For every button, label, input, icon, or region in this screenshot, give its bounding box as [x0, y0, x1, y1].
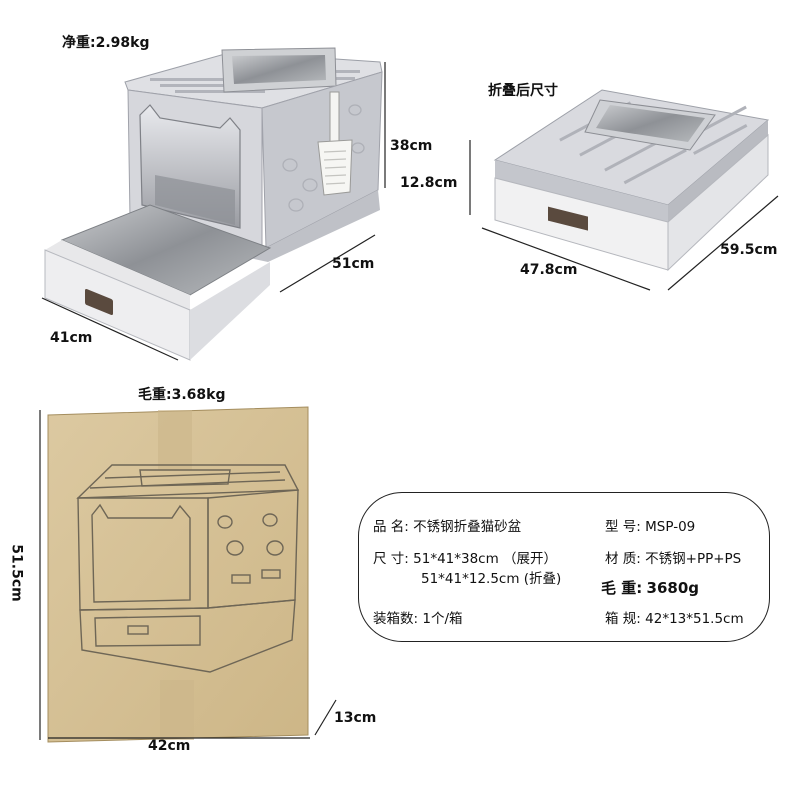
spec-gross-label: 毛 重: [601, 579, 643, 597]
spec-size-label: 尺 寸: [373, 551, 409, 567]
spec-name-label: 品 名: [373, 519, 409, 535]
spec-carton-row: 箱 规: 42*13*51.5cm [605, 607, 744, 627]
folded-height-label: 12.8cm [400, 175, 458, 191]
spec-carton-value: 42*13*51.5cm [645, 611, 744, 627]
open-height-label: 38cm [390, 138, 433, 154]
gross-weight-label: 毛重:3.68kg [138, 387, 226, 403]
spec-name-value: 不锈钢折叠猫砂盆 [413, 519, 522, 535]
spec-name-row: 品 名: 不锈钢折叠猫砂盆 [373, 515, 521, 535]
carton-width-label: 42cm [148, 738, 191, 754]
spec-pack-label: 装箱数: [373, 611, 419, 627]
open-dimension-lines [41, 62, 386, 361]
spec-carton-label: 箱 规: [605, 611, 641, 627]
folded-dimension-lines [469, 140, 779, 291]
spec-model-row: 型 号: MSP-09 [605, 515, 695, 535]
scoop-icon [317, 91, 353, 196]
spec-material-value: 不锈钢+PP+PS [645, 551, 742, 567]
spec-size-open: 51*41*38cm （展开） [413, 551, 558, 567]
spec-pack-value: 1个/箱 [422, 611, 463, 627]
open-width-label: 41cm [50, 330, 93, 346]
carton-dimension-lines [39, 410, 337, 740]
net-weight-label: 净重:2.98kg [62, 35, 150, 51]
spec-size-row: 尺 寸: 51*41*38cm （展开） [373, 547, 557, 567]
folded-depth-label: 59.5cm [720, 242, 778, 258]
carton-box [47, 406, 309, 743]
spec-material-label: 材 质: [605, 551, 641, 567]
spec-panel: 品 名: 不锈钢折叠猫砂盆 型 号: MSP-09 尺 寸: 51*41*38c… [358, 492, 770, 642]
spec-material-row: 材 质: 不锈钢+PP+PS [605, 547, 741, 567]
folded-width-label: 47.8cm [520, 262, 578, 278]
spec-gross-value: 3680g [646, 579, 700, 597]
spec-pack-row: 装箱数: 1个/箱 [373, 607, 463, 627]
carton-depth-label: 13cm [334, 710, 377, 726]
open-litter-box [44, 47, 383, 361]
spec-model-value: MSP-09 [645, 519, 696, 535]
folded-litter-box [493, 89, 770, 272]
spec-model-label: 型 号: [605, 519, 641, 535]
carton-height-label: 51.5cm [8, 544, 25, 602]
spec-size-fold: 51*41*12.5cm (折叠) [421, 571, 562, 587]
folded-size-title: 折叠后尺寸 [488, 83, 558, 99]
spec-gross-row: 毛 重: 3680g [601, 577, 699, 598]
open-depth-label: 51cm [332, 256, 375, 272]
